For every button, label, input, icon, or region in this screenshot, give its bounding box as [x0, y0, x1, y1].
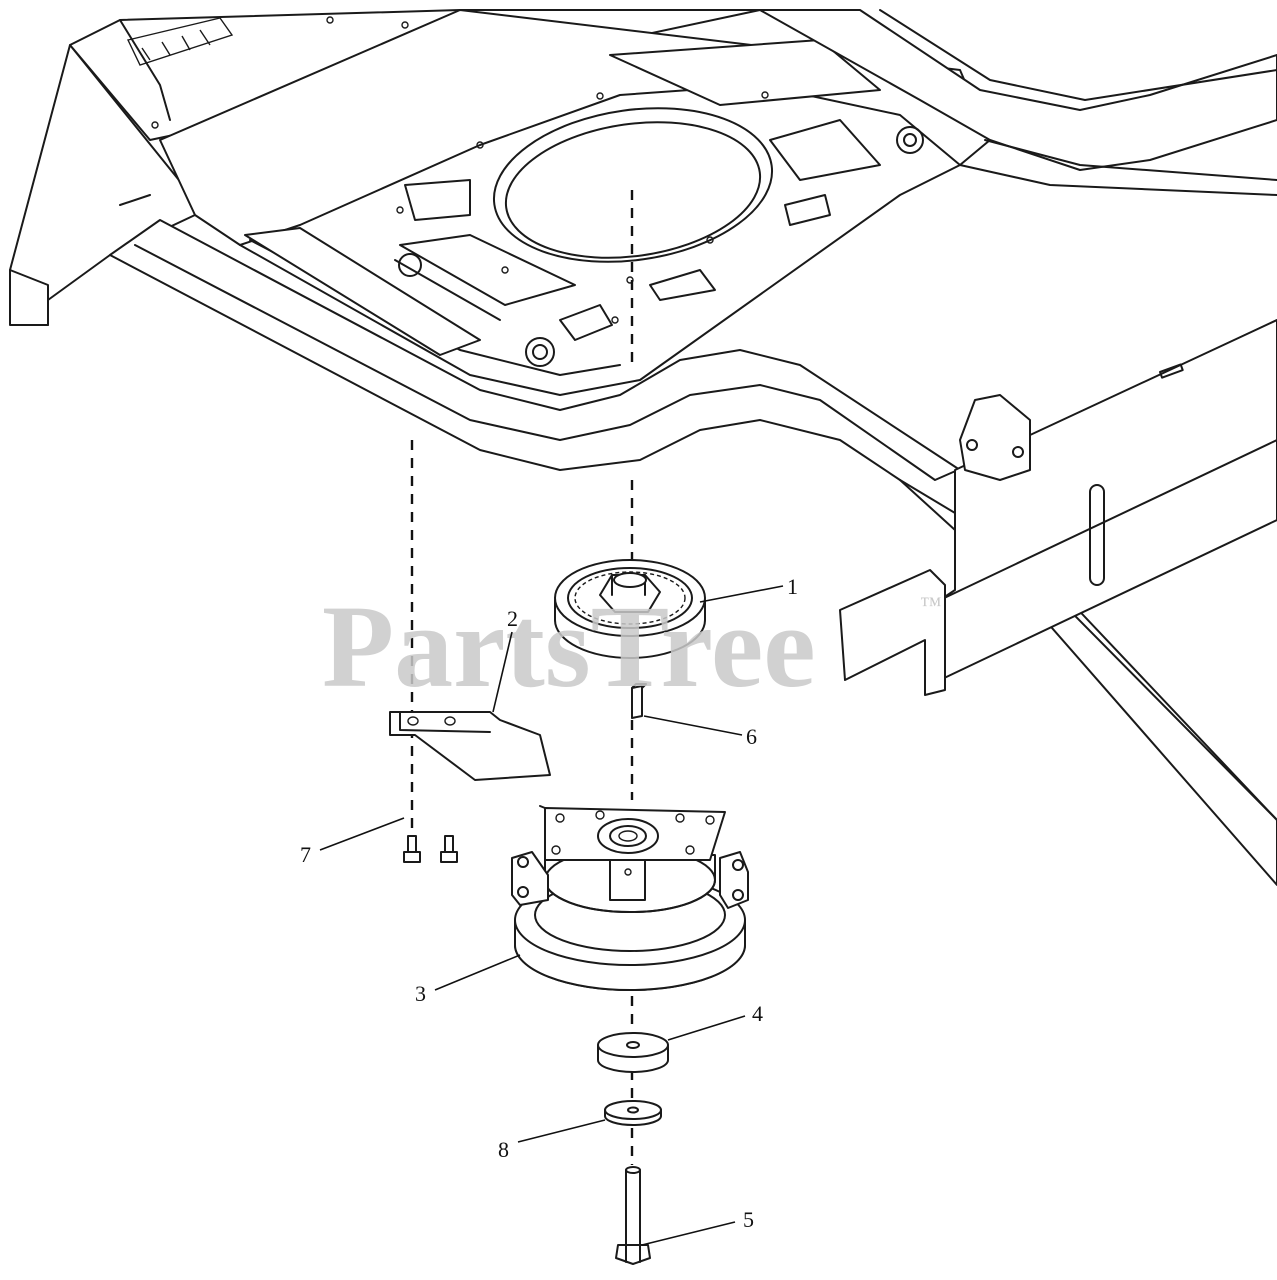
callout-4: 4: [752, 1001, 763, 1026]
callout-7: 7: [300, 842, 311, 867]
callout-6: 6: [746, 724, 757, 749]
spindle-opening: [492, 107, 774, 263]
assembly-centerlines: [410, 190, 634, 1165]
watermark-trademark: ™: [920, 592, 942, 617]
part-5-bolt: [615, 1166, 651, 1265]
callout-8: 8: [498, 1137, 509, 1162]
watermark-text: PartsTree: [322, 581, 816, 712]
mower-frame: [9, 9, 1277, 886]
callout-2: 2: [507, 606, 518, 631]
part-8-washer: [604, 1100, 662, 1126]
brand-logo-mark: [126, 17, 234, 66]
callout-5: 5: [743, 1207, 754, 1232]
part-7-screws: [403, 835, 458, 863]
part-3-clutch: [511, 805, 749, 991]
watermark: PartsTree ™: [322, 581, 942, 712]
callouts: 1 2 3 4 5 6 7 8: [300, 574, 798, 1246]
part-1-pulley: [554, 559, 706, 659]
part-6-key: [631, 683, 647, 719]
part-2-bracket: [389, 711, 551, 781]
callout-3: 3: [415, 981, 426, 1006]
callout-1: 1: [787, 574, 798, 599]
part-4-spacer: [597, 1032, 669, 1073]
deck-bolt-holes: [151, 16, 769, 324]
